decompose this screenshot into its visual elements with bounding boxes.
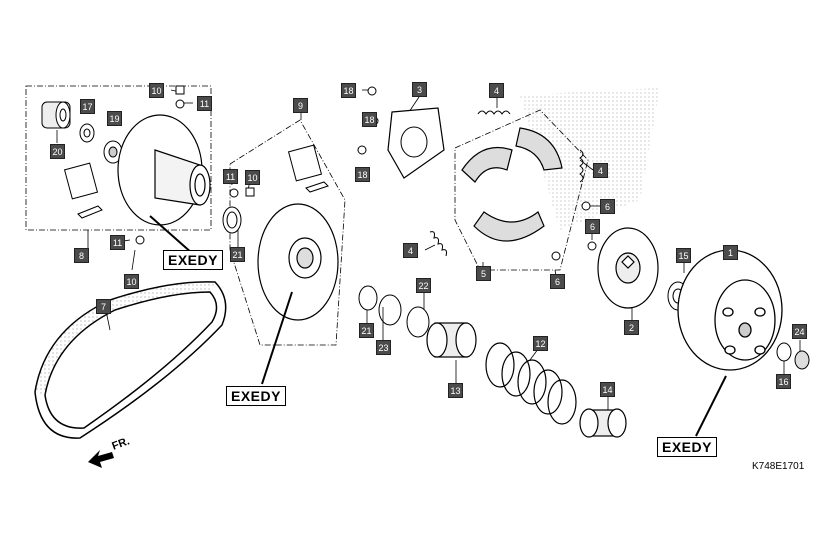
callout-1: 1 <box>723 245 738 260</box>
callout-10: 10 <box>245 170 260 185</box>
shading <box>520 88 660 230</box>
group-box-5 <box>454 109 589 271</box>
callout-10: 10 <box>124 274 139 289</box>
callout-2: 2 <box>624 320 639 335</box>
callout-9: 9 <box>293 98 308 113</box>
callout-4: 4 <box>403 243 418 258</box>
callout-18: 18 <box>341 83 356 98</box>
callout-16: 16 <box>776 374 791 389</box>
callout-6: 6 <box>600 199 615 214</box>
exedy-label: EXEDY <box>657 437 717 457</box>
callout-14: 14 <box>600 382 615 397</box>
callout-3: 3 <box>412 82 427 97</box>
callout-7: 7 <box>96 299 111 314</box>
callout-6: 6 <box>550 274 565 289</box>
diagram-code: K748E1701 <box>752 461 805 472</box>
callout-18: 18 <box>355 167 370 182</box>
callout-22: 22 <box>416 278 431 293</box>
exedy-label: EXEDY <box>226 386 286 406</box>
callout-8: 8 <box>74 248 89 263</box>
callout-21: 21 <box>359 323 374 338</box>
exedy-label: EXEDY <box>163 250 223 270</box>
callout-15: 15 <box>676 248 691 263</box>
callout-20: 20 <box>50 144 65 159</box>
callout-19: 19 <box>107 111 122 126</box>
callout-24: 24 <box>792 324 807 339</box>
callout-4: 4 <box>593 163 608 178</box>
callout-11: 11 <box>223 169 238 184</box>
callout-18: 18 <box>362 112 377 127</box>
callout-11: 11 <box>110 235 125 250</box>
callout-6: 6 <box>585 219 600 234</box>
callout-12: 12 <box>533 336 548 351</box>
callout-10: 10 <box>149 83 164 98</box>
callout-17: 17 <box>80 99 95 114</box>
callout-5: 5 <box>476 266 491 281</box>
callout-11: 11 <box>197 96 212 111</box>
callout-4: 4 <box>489 83 504 98</box>
callout-21: 21 <box>230 247 245 262</box>
callout-23: 23 <box>376 340 391 355</box>
callout-13: 13 <box>448 383 463 398</box>
